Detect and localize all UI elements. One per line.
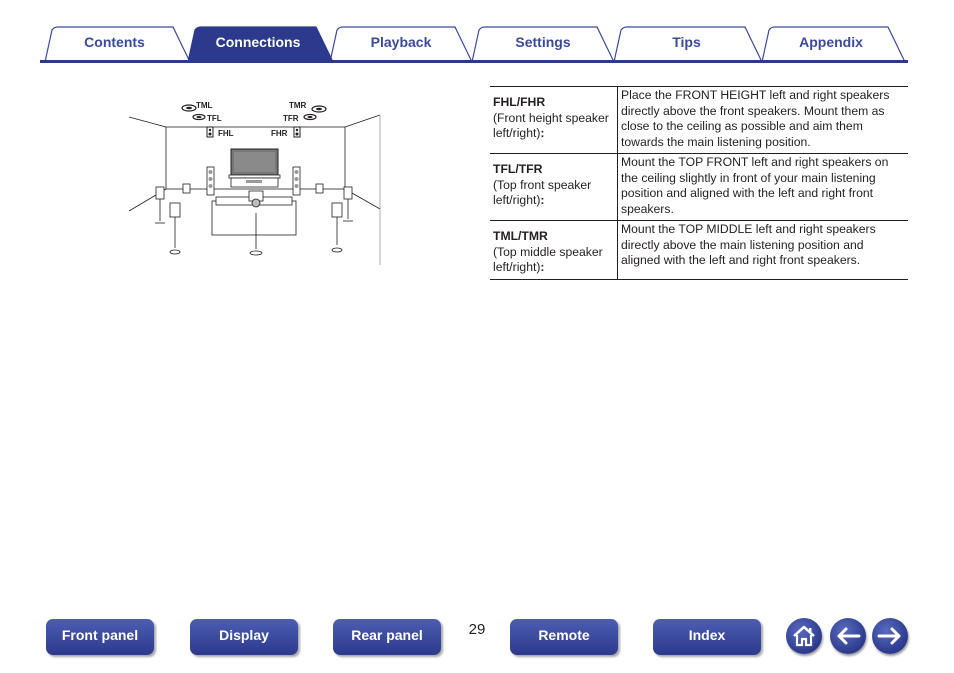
tv-icon (228, 148, 281, 188)
fhr-label: FHR (271, 129, 288, 138)
speaker-colon: : (540, 193, 545, 207)
speaker-subtitle: (Front height speaker left/right) (493, 110, 609, 141)
tab-shapes (40, 26, 908, 63)
tab-settings[interactable]: Settings (515, 34, 571, 50)
front-left-speaker-icon (206, 166, 215, 196)
table-row: TML/TMR (Top middle speaker left/right):… (490, 220, 908, 280)
fhl-label: FHL (218, 129, 234, 138)
back-button[interactable] (830, 618, 866, 654)
speaker-name-cell: TFL/TFR (Top front speaker left/right): (490, 154, 618, 221)
speaker-subtitle: (Top middle speaker left/right) (493, 244, 603, 275)
tab-connections[interactable]: Connections (215, 34, 301, 50)
speaker-description: Place the FRONT HEIGHT left and right sp… (617, 86, 908, 154)
speaker-name: TFL/TFR (493, 162, 543, 176)
tab-tips[interactable]: Tips (672, 34, 701, 50)
room-illustration: TML TMR TFL TFR FHL FHR (128, 101, 381, 265)
speaker-name-cell: FHL/FHR (Front height speaker left/right… (490, 87, 618, 154)
speaker-colon: : (540, 126, 545, 140)
page-number: 29 (468, 621, 486, 638)
home-icon (793, 625, 815, 647)
speaker-layout-diagram: TML TMR TFL TFR FHL FHR (126, 95, 382, 267)
speaker-description-table: FHL/FHR (Front height speaker left/right… (490, 86, 908, 280)
tmr-speaker-icon (311, 105, 327, 113)
tab-playback[interactable]: Playback (370, 34, 432, 50)
top-tab-bar: Contents Connections Playback Settings T… (0, 0, 954, 64)
fhr-speaker-icon (293, 126, 301, 138)
tfr-speaker-icon (303, 113, 317, 121)
tml-speaker-icon (181, 104, 197, 112)
speaker-colon: : (540, 260, 545, 274)
tab-contents[interactable]: Contents (84, 34, 145, 50)
rear-panel-button[interactable]: Rear panel (333, 619, 441, 655)
speaker-name: FHL/FHR (493, 95, 546, 109)
table-row: TFL/TFR (Top front speaker left/right): … (490, 153, 908, 221)
front-right-speaker-icon (292, 166, 301, 196)
index-button[interactable]: Index (653, 619, 761, 655)
tfr-label: TFR (283, 114, 299, 123)
tfl-speaker-icon (192, 113, 206, 121)
speaker-name: TML/TMR (493, 229, 548, 243)
tfl-label: TFL (207, 114, 222, 123)
display-button[interactable]: Display (190, 619, 298, 655)
table-row: FHL/FHR (Front height speaker left/right… (490, 86, 908, 154)
tab-appendix[interactable]: Appendix (799, 34, 863, 50)
tml-label: TML (196, 101, 213, 110)
surround-speakers (155, 186, 353, 255)
sofa-icon (211, 190, 297, 256)
speaker-subtitle: (Top front speaker left/right) (493, 177, 592, 208)
speaker-description: Mount the TOP FRONT left and right speak… (617, 153, 908, 221)
forward-button[interactable] (872, 618, 908, 654)
tmr-label: TMR (289, 101, 307, 110)
fhl-speaker-icon (206, 126, 214, 138)
speaker-name-cell: TML/TMR (Top middle speaker left/right): (490, 221, 618, 280)
remote-button[interactable]: Remote (510, 619, 618, 655)
speaker-description: Mount the TOP MIDDLE left and right spea… (617, 220, 908, 279)
back-arrow-icon (837, 627, 861, 645)
forward-arrow-icon (877, 627, 901, 645)
home-button[interactable] (786, 618, 822, 654)
front-panel-button[interactable]: Front panel (46, 619, 154, 655)
